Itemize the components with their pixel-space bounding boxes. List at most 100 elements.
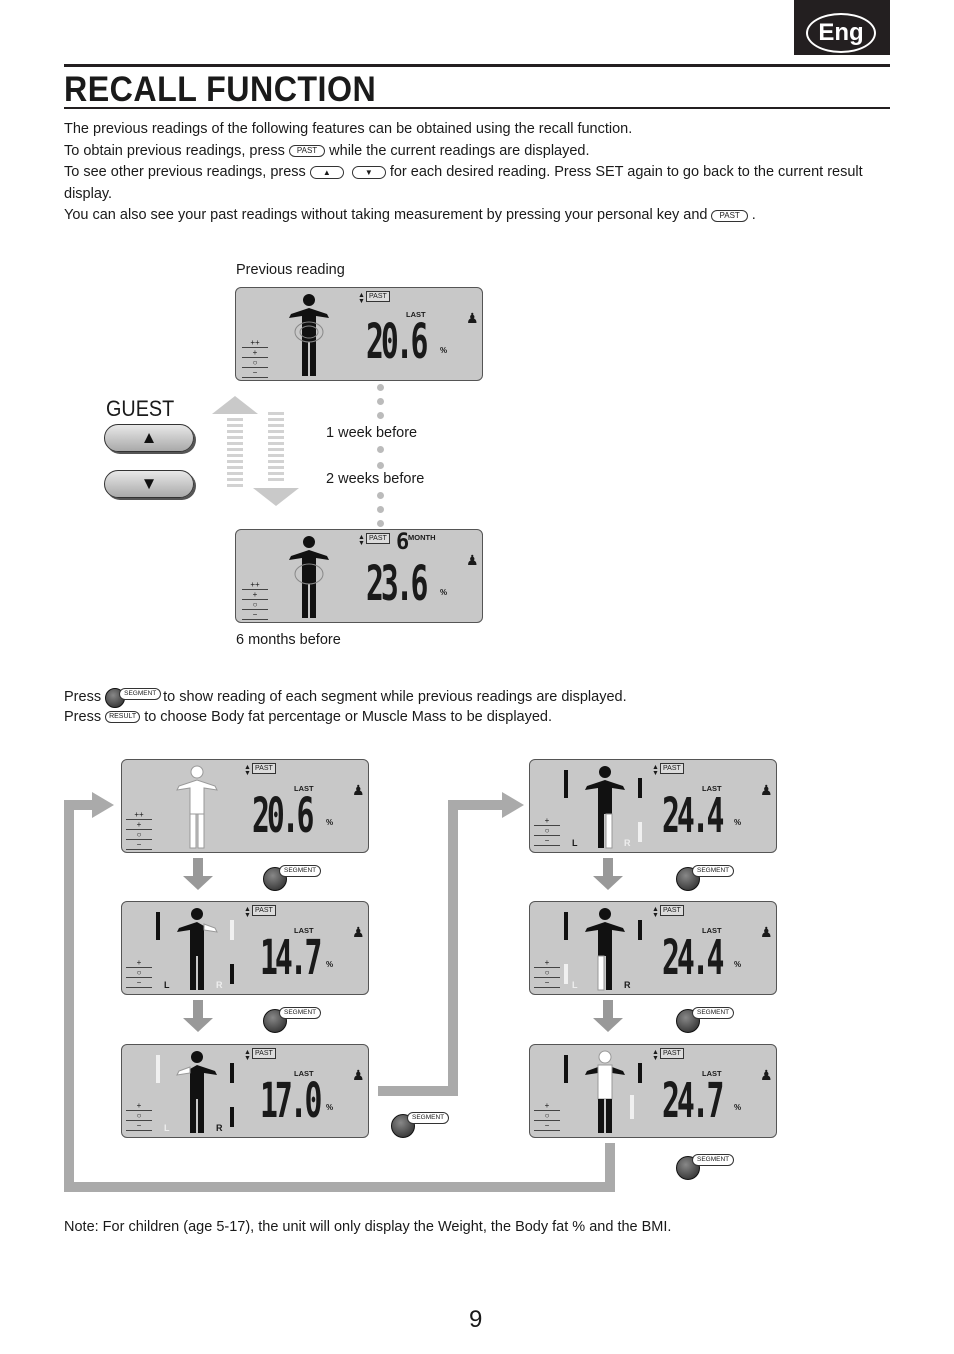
level-bars: +○− [534, 958, 560, 988]
segment-instruction: Press SEGMENT to show reading of each se… [64, 688, 627, 708]
level-bars: +++○− [242, 580, 268, 620]
intro-line-2-a: To obtain previous readings, press [64, 142, 285, 159]
past-indicator: PAST [660, 1048, 684, 1059]
left-label: L [572, 980, 578, 990]
dot [377, 462, 384, 469]
segment-cap: SEGMENT [692, 1154, 735, 1166]
segment-button[interactable]: SEGMENT [676, 865, 736, 891]
segment-button[interactable]: SEGMENT [676, 1154, 736, 1180]
segment-bar [564, 912, 568, 940]
intro-line-3: To see other previous readings, press▲▼f… [64, 162, 864, 205]
segment-button[interactable]: SEGMENT [263, 865, 323, 891]
segment-bar [630, 1095, 634, 1119]
last-label: LAST [702, 1069, 722, 1078]
reading-value: 24.4 [662, 930, 724, 986]
dot [377, 446, 384, 453]
segment-cap: SEGMENT [279, 865, 322, 877]
page-number: 9 [469, 1306, 483, 1333]
reading-value: 24.4 [662, 788, 724, 844]
segment-bar [230, 1063, 234, 1083]
scroll-arrows-icon [212, 396, 299, 506]
lcd-segment-arm-left: +○− L R ▲▼ PAST LAST 17.0 % ♟ [121, 1044, 369, 1138]
down-key-icon: ▼ [351, 165, 386, 179]
result-instruction-text: to choose Body fat percentage or Muscle … [144, 709, 553, 725]
down-arrow-head [593, 1018, 623, 1032]
updown-arrows-icon: ▲▼ [244, 906, 251, 919]
reading-value: 24.7 [662, 1073, 724, 1129]
last-label: LAST [294, 1069, 314, 1078]
two-weeks-label: 2 weeks before [326, 471, 425, 487]
reading-value: 23.6 [366, 556, 428, 612]
past-indicator: PAST [252, 905, 276, 916]
dot [377, 520, 384, 527]
level-bars: +○− [534, 816, 560, 846]
right-label: R [624, 980, 631, 990]
intro-line-3-a: To see other previous readings, press [64, 164, 306, 181]
segment-bar [638, 822, 642, 842]
past-key-icon-2: PAST [711, 209, 748, 222]
segment-button[interactable]: SEGMENT [676, 1007, 736, 1033]
left-label: L [164, 1123, 170, 1133]
segment-button[interactable]: SEGMENT [391, 1112, 451, 1138]
up-button[interactable]: ▲ [104, 424, 194, 452]
intro-line-4: You can also see your past readings with… [64, 205, 864, 227]
segment-bar [156, 912, 160, 940]
lcd-six-months: +++○− ▲▼ PAST 6 MONTH 23.6 % ♟ [235, 529, 483, 623]
down-button[interactable]: ▼ [104, 470, 194, 498]
percent-unit: % [440, 346, 448, 355]
body-figure-icon [177, 908, 218, 990]
dot [377, 398, 384, 405]
segment-key-icon: SEGMENT [105, 688, 162, 708]
user-icon: ♟ [466, 552, 479, 568]
down-arrow-stem [193, 1000, 203, 1018]
segment-cap: SEGMENT [692, 865, 735, 877]
last-label: LAST [406, 310, 426, 319]
intro-text: The previous readings of the following f… [64, 119, 864, 227]
segment-bar [564, 964, 568, 984]
flow-line [64, 800, 94, 810]
past-indicator: PAST [366, 533, 390, 544]
language-label: Eng [806, 13, 876, 53]
segment-bar [230, 1107, 234, 1127]
last-label: LAST [702, 926, 722, 935]
intro-line-4-b: . [751, 207, 756, 224]
segment-bar [638, 1063, 642, 1083]
past-key-icon: PAST [288, 144, 326, 157]
segment-button[interactable]: SEGMENT [263, 1007, 323, 1033]
body-figure-icon [176, 1051, 217, 1133]
intro-line-1: The previous readings of the following f… [64, 121, 633, 137]
user-icon: ♟ [352, 924, 365, 940]
segment-ball [263, 1009, 287, 1033]
press-word: Press [64, 688, 102, 705]
down-arrow-stem [603, 1000, 613, 1018]
up-arrow-icon: ▲ [140, 428, 158, 447]
dot [377, 412, 384, 419]
last-label: LAST [294, 926, 314, 935]
percent-unit: % [326, 1103, 334, 1112]
lcd-segment-leg-left: +○− L R ▲▼ PAST LAST 24.4 % ♟ [529, 901, 777, 995]
reading-value: 20.6 [366, 314, 428, 370]
user-icon: ♟ [352, 782, 365, 798]
percent-unit: % [440, 588, 448, 597]
dot [377, 506, 384, 513]
lcd-segment-arm-right: +○− L R ▲▼ PAST LAST 14.7 % ♟ [121, 901, 369, 995]
flow-arrow-head [502, 792, 524, 818]
right-label: R [216, 1123, 223, 1133]
children-note: Note: For children (age 5-17), the unit … [64, 1219, 672, 1235]
dot [377, 384, 384, 391]
updown-arrows-icon: ▲▼ [244, 1049, 251, 1062]
body-figure-icon [585, 908, 625, 991]
language-tab: Eng [794, 0, 890, 55]
down-arrow-head [183, 876, 213, 890]
down-arrow-stem [603, 858, 613, 876]
dot [377, 492, 384, 499]
month-label: MONTH [408, 533, 436, 542]
body-figure-icon [176, 765, 218, 849]
segment-bar [156, 1055, 160, 1083]
level-bars: +○− [126, 958, 152, 988]
past-indicator: PAST [660, 905, 684, 916]
reading-value: 14.7 [260, 930, 322, 986]
user-icon: ♟ [760, 924, 773, 940]
segment-cap: SEGMENT [119, 688, 162, 700]
